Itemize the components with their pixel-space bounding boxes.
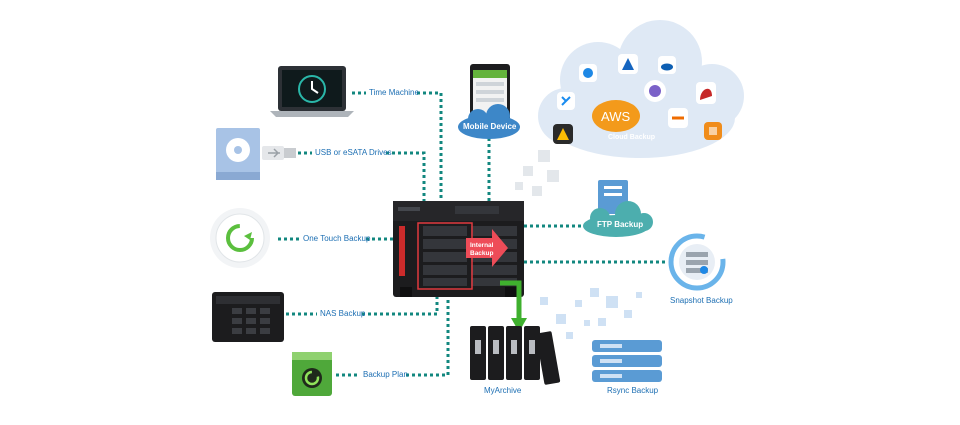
label-myarchive: MyArchive [484, 386, 522, 395]
nas-icon [212, 292, 284, 342]
label-time-machine: Time Machine [369, 88, 419, 97]
internal-backup-arrow [466, 229, 508, 267]
cloud-icon [538, 20, 744, 158]
cube-decoration-right [540, 288, 642, 339]
mobile-cloud-icon [458, 104, 520, 139]
label-backup-plan: Backup Plan [363, 370, 408, 379]
label-mobile-device: Mobile Device [463, 122, 517, 131]
disc-drive-icon [216, 128, 260, 180]
time-machine-icon [298, 75, 326, 103]
label-snapshot-backup: Snapshot Backup [670, 296, 733, 305]
usb-drive-icon [262, 146, 296, 160]
label-cloud-backup: Cloud Backup [608, 134, 656, 141]
ftp-cloud-icon [583, 201, 653, 237]
label-rsync-backup: Rsync Backup [607, 386, 659, 395]
label-one-touch: One Touch Backup [303, 234, 371, 243]
one-touch-icon [210, 208, 270, 268]
label-internal-backup: Internal Backup [470, 242, 494, 257]
label-nas-backup: NAS Backup [320, 309, 366, 318]
label-usb-esata: USB or eSATA Drives [315, 148, 392, 157]
cloud-provider-icons [553, 54, 722, 144]
connector-lines [278, 91, 667, 377]
database-icon [592, 340, 662, 382]
laptop-icon [270, 66, 354, 117]
central-nas [393, 201, 524, 297]
cube-decoration [515, 150, 559, 196]
label-ftp-backup: FTP Backup [597, 220, 644, 229]
backup-plan-icon [292, 352, 332, 396]
snapshot-icon [668, 233, 726, 291]
myarchive-arrow [500, 280, 527, 332]
label-aws: AWS [601, 109, 631, 124]
archive-drive-icon [470, 326, 561, 385]
